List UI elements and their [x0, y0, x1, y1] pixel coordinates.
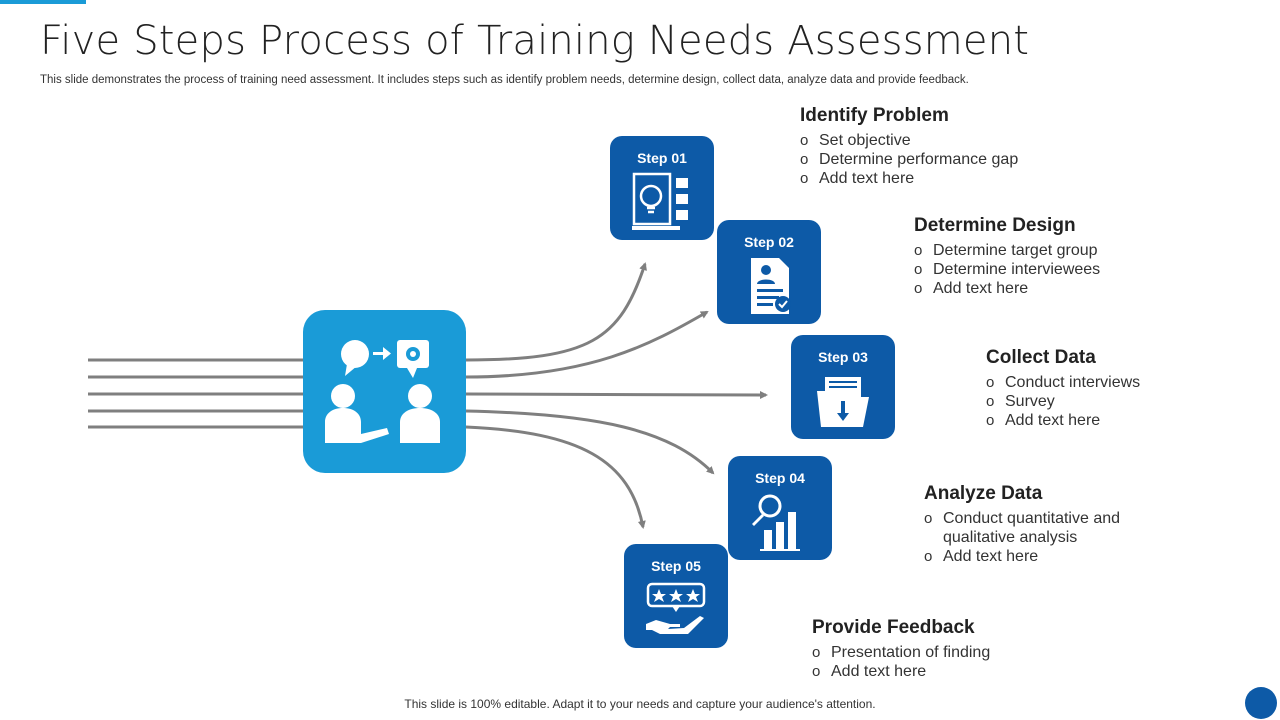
corner-dot — [1245, 687, 1277, 719]
step-03-heading: Collect Data — [986, 347, 1096, 368]
arrow-to-step-02 — [465, 310, 709, 379]
bullet-item: Determine performance gap — [800, 150, 1018, 169]
step-02-box: Step 02 — [717, 220, 821, 324]
step-05-label: Step 05 — [651, 558, 701, 574]
arrow-to-step-01 — [465, 262, 647, 362]
page-subtitle: This slide demonstrates the process of t… — [40, 74, 969, 86]
step-01-info: Identify Problem Set objective Determine… — [800, 105, 1018, 188]
page-title: Five Steps Process of Training Needs Ass… — [40, 18, 1030, 64]
bullet-item: Set objective — [800, 131, 1018, 150]
step-04-heading: Analyze Data — [924, 483, 1043, 504]
bullet-item: Add text here — [800, 169, 1018, 188]
step-02-info: Determine Design Determine target group … — [914, 215, 1100, 298]
step-02-bullets: Determine target group Determine intervi… — [914, 241, 1100, 298]
magnifier-bar-chart-icon — [752, 494, 800, 551]
step-01-bullets: Set objective Determine performance gap … — [800, 131, 1018, 188]
bullet-item: Add text here — [924, 547, 1154, 566]
step-01-heading: Identify Problem — [800, 105, 949, 126]
step-01-box: Step 01 — [610, 136, 714, 240]
arrow-to-step-04 — [465, 409, 715, 475]
step-04-bullets: Conduct quantitative and qualitative ana… — [924, 509, 1154, 566]
bullet-item: Add text here — [812, 662, 990, 681]
step-05-bullets: Presentation of finding Add text here — [812, 643, 990, 681]
step-02-heading: Determine Design — [914, 215, 1076, 236]
bullet-item: Survey — [986, 392, 1140, 411]
step-03-bullets: Conduct interviews Survey Add text here — [986, 373, 1140, 430]
step-04-box: Step 04 — [728, 456, 832, 560]
bullet-item: Determine interviewees — [914, 260, 1100, 279]
bullet-item: Presentation of finding — [812, 643, 990, 662]
step-04-info: Analyze Data Conduct quantitative and qu… — [924, 483, 1154, 566]
hub-box — [303, 310, 466, 473]
folder-download-icon — [817, 377, 869, 427]
bullet-item: Determine target group — [914, 241, 1100, 260]
bullet-item: Conduct interviews — [986, 373, 1140, 392]
step-05-box: Step 05 — [624, 544, 728, 648]
step-03-box: Step 03 — [791, 335, 895, 439]
bullet-item: Add text here — [914, 279, 1100, 298]
arrow-to-step-05 — [465, 425, 646, 529]
bullet-item: Conduct quantitative and qualitative ana… — [924, 509, 1154, 547]
step-03-label: Step 03 — [818, 349, 868, 365]
step-05-info: Provide Feedback Presentation of finding… — [812, 617, 990, 681]
arrow-to-step-03 — [465, 390, 768, 399]
footer-note: This slide is 100% editable. Adapt it to… — [404, 697, 876, 711]
step-03-info: Collect Data Conduct interviews Survey A… — [986, 347, 1140, 430]
people-discussion-icon — [325, 340, 440, 443]
bullet-item: Add text here — [986, 411, 1140, 430]
step-04-label: Step 04 — [755, 470, 805, 486]
step-02-label: Step 02 — [744, 234, 794, 250]
profile-document-icon — [751, 258, 791, 314]
lightbulb-checklist-icon — [632, 172, 688, 230]
rating-stars-hand-icon — [646, 582, 706, 634]
step-05-heading: Provide Feedback — [812, 617, 975, 638]
top-accent-bar — [0, 0, 86, 4]
step-01-label: Step 01 — [637, 150, 687, 166]
